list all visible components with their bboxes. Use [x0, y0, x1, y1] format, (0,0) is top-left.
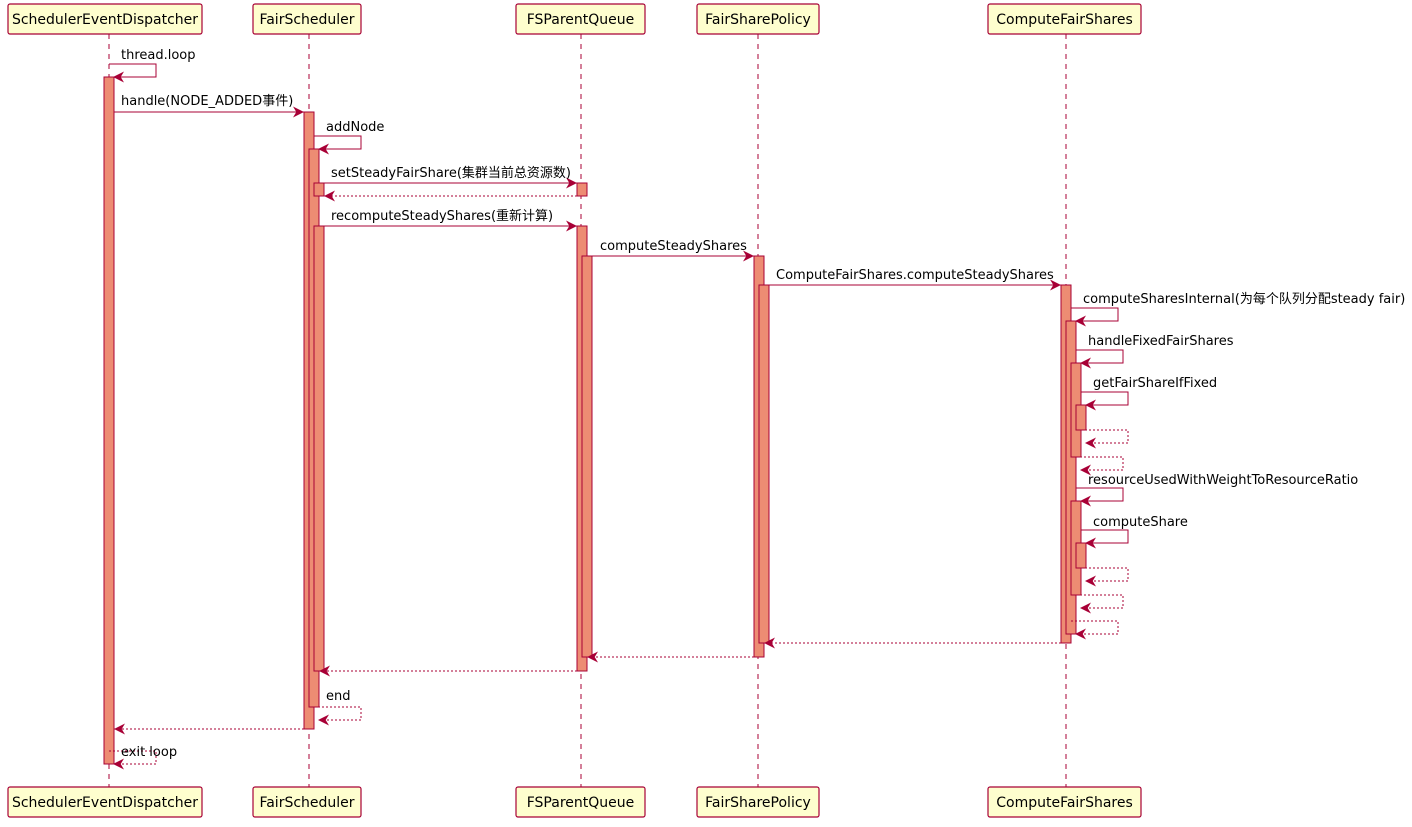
self-message-arrow — [314, 706, 362, 726]
return-message-m16 — [1081, 567, 1129, 587]
message-label: handle(NODE_ADDED事件) — [121, 94, 293, 109]
message-label: handleFixedFairShares — [1088, 334, 1234, 349]
self-message-arrow — [109, 750, 157, 770]
self-message-arrow — [1081, 529, 1129, 549]
participant-label: FairScheduler — [259, 12, 354, 28]
self-message-arrow — [1076, 594, 1124, 614]
return-message-m12 — [1081, 429, 1129, 449]
message-label: setSteadyFairShare(集群当前总资源数) — [331, 165, 571, 181]
participant-label: ComputeFairShares — [996, 795, 1133, 811]
call-message-m1: thread.loop — [109, 48, 196, 83]
participant-label: FairScheduler — [259, 795, 354, 811]
activation-bar-fsp — [758, 284, 770, 644]
participant-label: FairSharePolicy — [705, 795, 811, 811]
call-message-m15: computeShare — [1081, 515, 1188, 549]
self-message-arrow — [1071, 620, 1119, 640]
activation-bar-cfs — [1075, 542, 1087, 569]
call-message-m6: recomputeSteadyShares(重新计算) — [324, 208, 577, 232]
message-label: end — [326, 689, 351, 704]
participant-sed-top: SchedulerEventDispatcher — [7, 3, 203, 35]
participant-fpq-bottom: FSParentQueue — [515, 786, 646, 818]
call-message-m2: handle(NODE_ADDED事件) — [114, 94, 304, 118]
return-message-m13 — [1076, 456, 1124, 476]
message-label: computeSteadyShares — [600, 239, 747, 254]
self-message-arrow — [1081, 391, 1129, 411]
participant-label: FSParentQueue — [527, 12, 635, 28]
participant-fsp-top: FairSharePolicy — [696, 3, 820, 35]
activation-bar-sed — [103, 76, 115, 765]
message-label: ComputeFairShares.computeSteadyShares — [776, 268, 1054, 283]
participant-fs-top: FairScheduler — [252, 3, 362, 35]
return-message-m17 — [1076, 594, 1124, 614]
call-message-m3: addNode — [314, 120, 384, 155]
call-message-m10: handleFixedFairShares — [1076, 334, 1234, 369]
participant-label: FairSharePolicy — [705, 12, 811, 28]
participant-sed-bottom: SchedulerEventDispatcher — [7, 786, 203, 818]
self-message-arrow — [1076, 456, 1124, 476]
participant-fsp-bottom: FairSharePolicy — [696, 786, 820, 818]
call-message-m8: ComputeFairShares.computeSteadyShares — [769, 268, 1061, 291]
return-message-m18 — [1071, 620, 1119, 640]
message-label: resourceUsedWithWeightToResourceRatio — [1088, 473, 1358, 488]
message-label: computeSharesInternal(为每个队列分配steady fair… — [1083, 291, 1405, 307]
return-message-m22: end — [314, 689, 362, 726]
participant-label: SchedulerEventDispatcher — [12, 795, 198, 811]
participant-cfs-bottom: ComputeFairShares — [987, 786, 1142, 818]
message-label: exit loop — [121, 745, 177, 760]
message-label: thread.loop — [121, 48, 196, 63]
participant-label: FSParentQueue — [527, 795, 635, 811]
call-message-m9: computeSharesInternal(为每个队列分配steady fair… — [1071, 291, 1405, 327]
activation-bar-cfs — [1065, 320, 1077, 635]
activation-bar-fpq — [576, 182, 588, 197]
message-label: computeShare — [1093, 515, 1188, 530]
self-message-arrow — [1081, 567, 1129, 587]
participant-fpq-top: FSParentQueue — [515, 3, 646, 35]
message-label: addNode — [326, 120, 384, 135]
activation-bar-cfs — [1075, 404, 1087, 431]
activation-bar-fpq — [581, 255, 593, 658]
self-message-arrow — [1076, 349, 1124, 369]
self-message-arrow — [1076, 487, 1124, 507]
participant-fs-bottom: FairScheduler — [252, 786, 362, 818]
message-label: getFairShareIfFixed — [1093, 376, 1217, 391]
call-message-m4: setSteadyFairShare(集群当前总资源数) — [319, 165, 577, 189]
message-label: recomputeSteadyShares(重新计算) — [331, 208, 553, 224]
call-message-m11: getFairShareIfFixed — [1081, 376, 1217, 411]
participant-label: SchedulerEventDispatcher — [12, 12, 198, 28]
participant-label: ComputeFairShares — [996, 12, 1133, 28]
activation-bar-fs — [313, 182, 325, 197]
activation-bar-fs — [313, 225, 325, 672]
self-message-arrow — [1071, 307, 1119, 327]
participant-cfs-top: ComputeFairShares — [987, 3, 1142, 35]
call-message-m14: resourceUsedWithWeightToResourceRatio — [1076, 473, 1358, 507]
self-message-arrow — [314, 135, 362, 155]
self-message-arrow — [109, 63, 157, 83]
call-message-m7: computeSteadyShares — [587, 239, 754, 262]
return-message-m24: exit loop — [109, 745, 177, 770]
self-message-arrow — [1081, 429, 1129, 449]
